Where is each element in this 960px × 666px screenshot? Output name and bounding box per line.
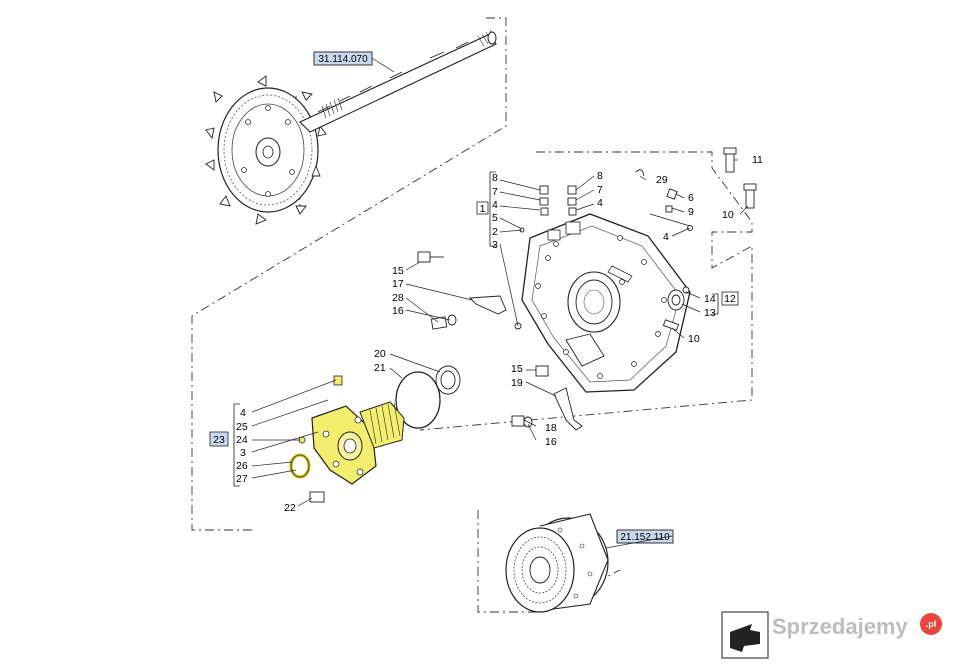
callout-26[interactable]: 26 <box>236 460 248 472</box>
callout-16[interactable]: 16 <box>392 305 404 317</box>
clutch-pack-assembly <box>505 513 609 613</box>
callout-20[interactable]: 20 <box>374 348 386 360</box>
callout-7[interactable]: 7 <box>492 186 498 198</box>
watermark-suffix: .pl <box>926 619 937 629</box>
callout-17[interactable]: 17 <box>392 278 404 290</box>
callout-8[interactable]: 8 <box>597 170 603 182</box>
callout-7[interactable]: 7 <box>597 184 603 196</box>
group-1-label: 1 <box>480 203 486 215</box>
callout-25[interactable]: 25 <box>236 421 248 433</box>
leader-lines <box>251 159 749 549</box>
direction-arrow-icon[interactable] <box>721 611 769 659</box>
clutch-ref-label: 21.152.110 <box>620 532 670 543</box>
callout-4[interactable]: 4 <box>663 231 669 243</box>
callout-10[interactable]: 10 <box>722 209 734 221</box>
reference-box-clutch[interactable]: 21.152.110 <box>616 529 674 544</box>
group-1-box[interactable]: 1 <box>476 201 489 215</box>
watermark-logo: Sprzedajemy .pl <box>772 613 942 639</box>
callout-24[interactable]: 24 <box>236 434 248 446</box>
callout-10[interactable]: 10 <box>688 333 700 345</box>
group-12-box[interactable]: 12 <box>721 291 739 306</box>
callout-11[interactable]: 11 <box>752 154 763 166</box>
callout-6[interactable]: 6 <box>688 192 694 204</box>
callout-labels: 11 10 29 8 7 4 6 9 4 8 7 4 5 2 3 15 17 2… <box>236 154 763 514</box>
callout-16[interactable]: 16 <box>545 436 557 448</box>
watermark-text: Sprzedajemy <box>772 614 908 639</box>
highlighted-adapter-housing[interactable] <box>289 375 405 485</box>
callout-28[interactable]: 28 <box>392 292 404 304</box>
group-brackets <box>233 171 719 487</box>
reference-box-shaft[interactable]: 31.114.070 <box>313 51 395 73</box>
callout-21[interactable]: 21 <box>374 362 386 374</box>
housing-cover-plate <box>521 213 691 393</box>
callout-2[interactable]: 2 <box>492 226 498 238</box>
callout-8[interactable]: 8 <box>492 172 498 184</box>
callout-4[interactable]: 4 <box>597 197 603 209</box>
group-23-label: 23 <box>213 434 225 446</box>
callout-15[interactable]: 15 <box>392 265 404 277</box>
callout-22[interactable]: 22 <box>284 502 296 514</box>
callout-3[interactable]: 3 <box>240 447 246 459</box>
callout-15[interactable]: 15 <box>511 363 523 375</box>
callout-3[interactable]: 3 <box>492 239 498 251</box>
group-12-label: 12 <box>724 293 736 305</box>
callout-27[interactable]: 27 <box>236 473 248 485</box>
output-shaft-assembly <box>205 29 497 225</box>
shaft-ref-label: 31.114.070 <box>318 54 368 65</box>
callout-5[interactable]: 5 <box>492 212 498 224</box>
callout-4[interactable]: 4 <box>492 199 498 211</box>
callout-13[interactable]: 13 <box>704 307 716 319</box>
callout-14[interactable]: 14 <box>704 293 716 305</box>
small-hardware <box>309 147 757 503</box>
callout-29[interactable]: 29 <box>656 174 668 186</box>
callout-19[interactable]: 19 <box>511 377 523 389</box>
callout-9[interactable]: 9 <box>688 206 694 218</box>
dashed-frames <box>191 17 753 613</box>
callout-4[interactable]: 4 <box>240 407 246 419</box>
callout-18[interactable]: 18 <box>545 422 557 434</box>
group-23-box[interactable]: 23 <box>209 431 229 447</box>
